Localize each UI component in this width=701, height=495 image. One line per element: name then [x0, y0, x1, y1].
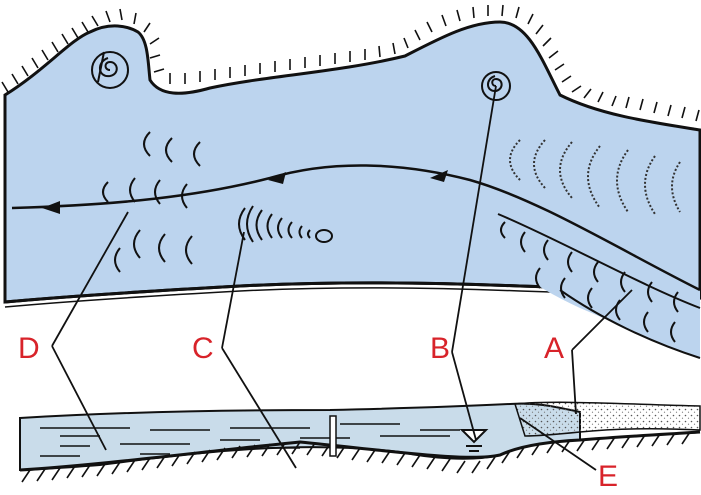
label-c: C — [192, 334, 214, 364]
water-layer — [20, 404, 580, 470]
label-b: B — [430, 334, 450, 364]
sediment-wedge — [515, 402, 700, 436]
label-e: E — [598, 462, 618, 492]
label-a: A — [544, 334, 564, 364]
well-pipe — [330, 416, 336, 456]
label-d: D — [18, 334, 40, 364]
